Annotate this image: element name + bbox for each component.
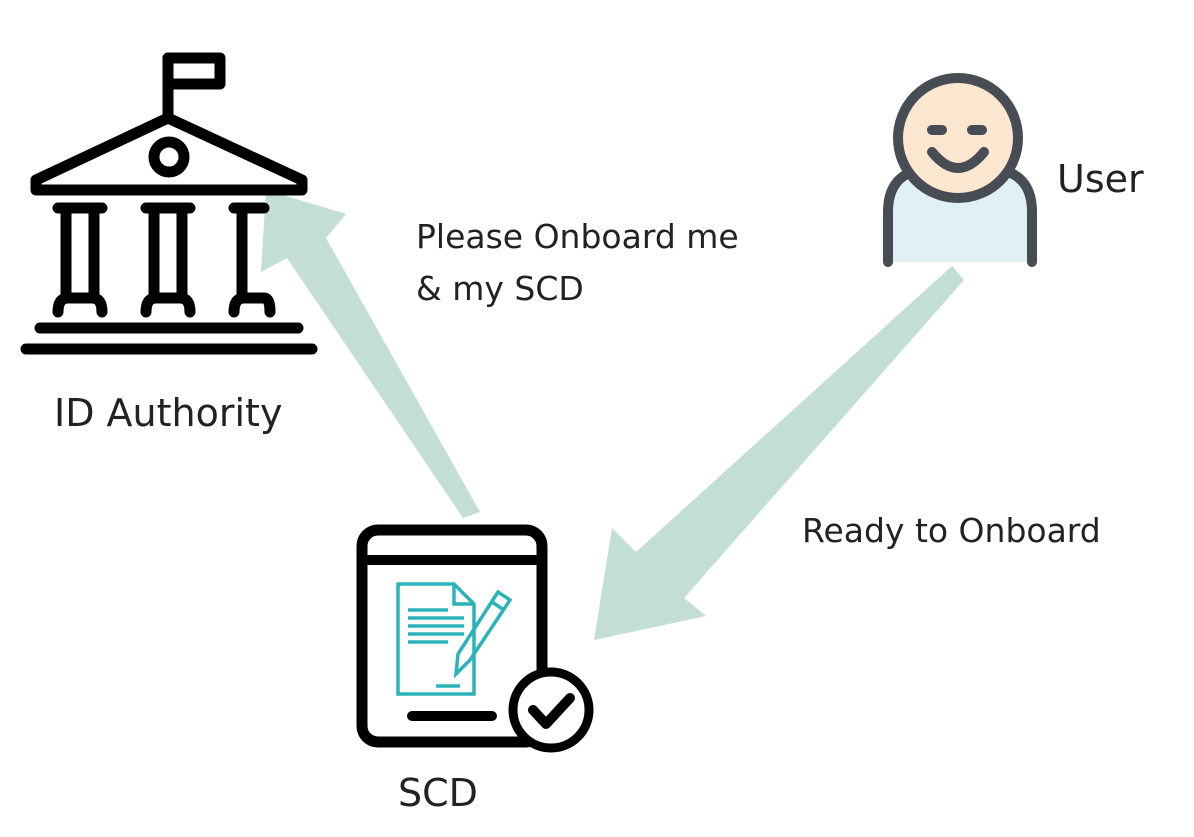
signed-document-device-icon	[356, 524, 594, 753]
scd-label: SCD	[398, 771, 478, 815]
check-badge-icon	[508, 667, 594, 753]
document-pen-icon	[396, 582, 513, 696]
authority-label: ID Authority	[54, 391, 282, 435]
government-building-icon	[20, 52, 318, 355]
ready-message: Ready to Onboard	[802, 511, 1101, 550]
user-avatar-icon	[883, 73, 1037, 267]
onboard-request-line1: Please Onboard me	[416, 217, 739, 256]
arrow-scd-to-authority	[261, 190, 480, 518]
onboard-request-line2: & my SCD	[416, 269, 584, 308]
arrow-user-to-scd	[594, 266, 964, 640]
user-label: User	[1057, 157, 1144, 201]
